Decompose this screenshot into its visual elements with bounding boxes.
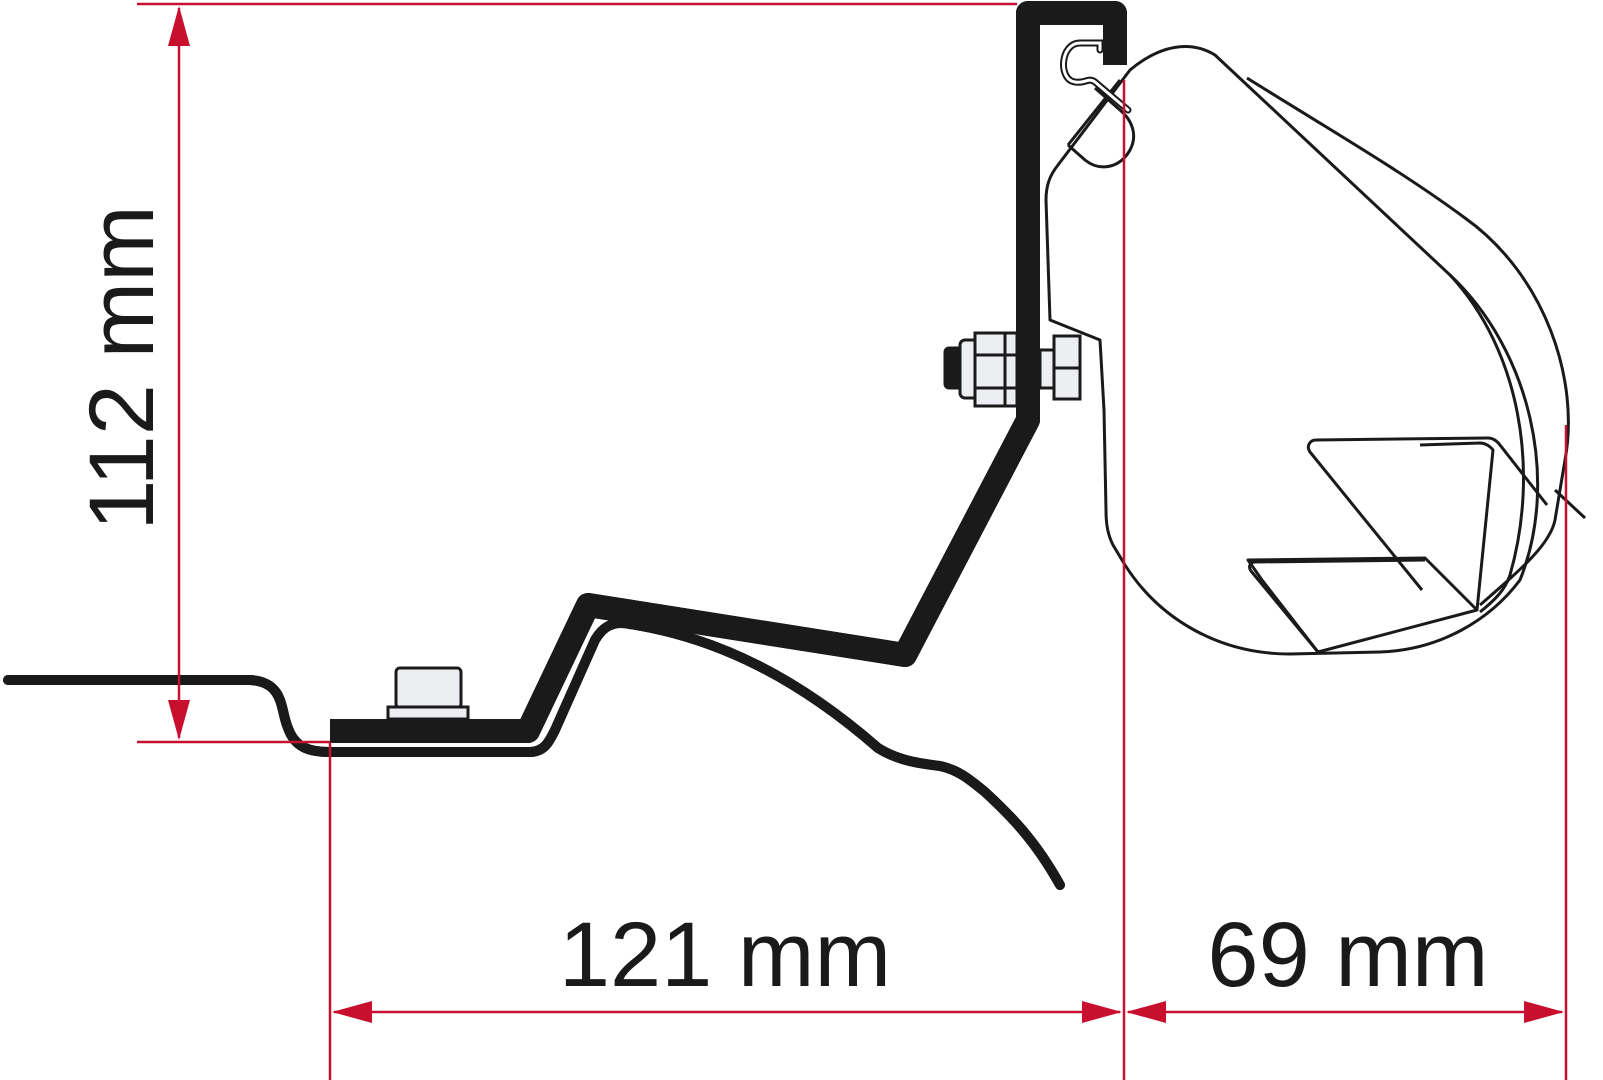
awning-housing xyxy=(1044,45,1587,656)
arrow-left-icon xyxy=(1126,1001,1166,1023)
dimension-arrows xyxy=(168,6,1564,1023)
arrow-down-icon xyxy=(168,700,190,740)
fastening-bolt xyxy=(943,331,1082,408)
arrow-right-icon xyxy=(1524,1001,1564,1023)
arrow-left-icon xyxy=(332,1001,372,1023)
height-dimension-label: 112 mm xyxy=(71,205,173,531)
base-bolt xyxy=(386,666,470,721)
adapter-bracket xyxy=(330,1,1127,743)
arrow-right-icon xyxy=(1082,1001,1122,1023)
arrow-up-icon xyxy=(168,6,190,46)
dimension-lines xyxy=(137,2,1568,1080)
left-width-dimension-label: 121 mm xyxy=(559,904,891,1006)
right-width-dimension-label: 69 mm xyxy=(1207,904,1488,1006)
